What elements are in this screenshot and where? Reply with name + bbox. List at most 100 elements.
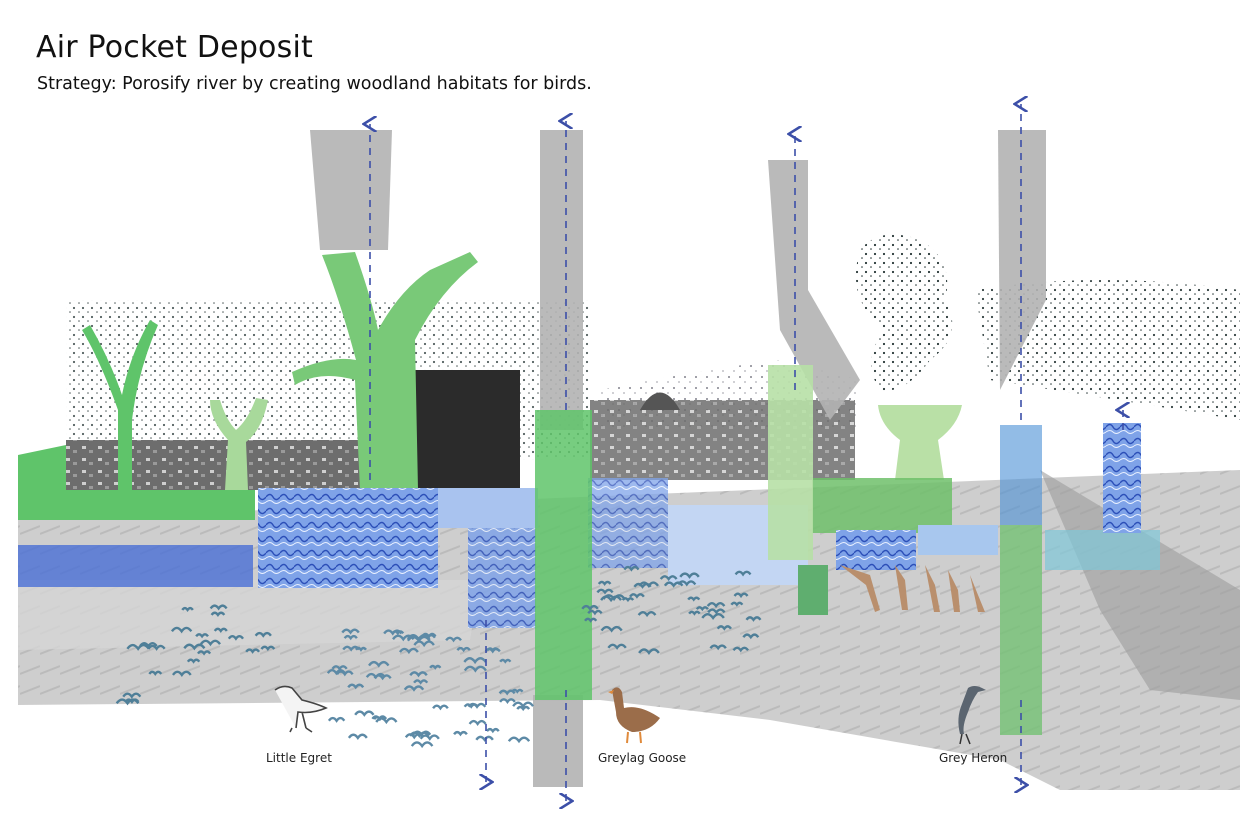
- bird-icon: [373, 674, 392, 681]
- bird-icon: [679, 572, 700, 579]
- bird-icon: [254, 631, 272, 638]
- bird-icon: [171, 670, 192, 677]
- bird-icon: [516, 705, 531, 712]
- bird-icon: [391, 630, 405, 636]
- bird-icon: [139, 642, 158, 649]
- bird-icon: [468, 719, 487, 726]
- bird-icon: [347, 683, 365, 690]
- bird-icon: [600, 625, 623, 633]
- heron-icon: [958, 686, 986, 745]
- bird-icon: [485, 727, 500, 734]
- bird-icon: [336, 670, 354, 677]
- bird-icon: [677, 580, 697, 587]
- bird-icon: [260, 645, 276, 652]
- bird-icon: [511, 688, 524, 694]
- tree-icon: [210, 398, 268, 490]
- bird-icon: [707, 608, 726, 615]
- grey-chimney-columns: [310, 130, 1046, 787]
- bird-icon: [403, 685, 425, 692]
- bird-icon: [406, 634, 431, 642]
- flying-bird-flock: [326, 628, 535, 749]
- bird-icon: [413, 679, 429, 685]
- bird-icon: [637, 610, 657, 618]
- bird-icon: [410, 741, 434, 749]
- bird-icon: [484, 647, 501, 654]
- bird-icon: [343, 634, 358, 641]
- bird-icon: [730, 601, 744, 607]
- bird-icon: [597, 580, 612, 587]
- bird-icon: [368, 660, 390, 668]
- tree-icon: [82, 320, 158, 520]
- bird-icon: [409, 671, 428, 678]
- bird-icon: [186, 658, 201, 664]
- bird-icon: [587, 609, 603, 616]
- bird-icon: [183, 643, 206, 651]
- bird-icon: [499, 658, 512, 664]
- bird-icon: [659, 575, 678, 582]
- bird-icon: [581, 604, 599, 611]
- bird-icon: [709, 644, 727, 651]
- bird-icon: [463, 665, 487, 673]
- bird-icon: [409, 731, 430, 738]
- bird-icon: [733, 592, 749, 599]
- goose-icon: [608, 687, 660, 744]
- egret-icon: [274, 685, 328, 733]
- species-label-grey-heron: Grey Heron: [939, 751, 1008, 765]
- airflow-arrows: [370, 104, 1123, 801]
- bird-icon: [429, 664, 442, 670]
- bird-icon: [732, 646, 750, 653]
- bird-icon: [602, 594, 626, 602]
- crane-flock: [840, 565, 985, 612]
- bird-icon: [463, 657, 487, 665]
- bird-icon: [475, 735, 494, 742]
- bird-icon: [371, 715, 388, 721]
- bird-icon: [623, 565, 640, 572]
- bird-icon: [327, 716, 346, 723]
- bird-icon: [331, 665, 348, 671]
- bird-icon: [170, 626, 193, 634]
- bird-icon: [638, 648, 660, 656]
- bird-icon: [499, 698, 516, 704]
- bird-icon: [512, 701, 535, 709]
- page-subtitle: Strategy: Porosify river by creating woo…: [37, 74, 592, 94]
- bird-icon: [701, 612, 725, 621]
- bird-icon: [354, 710, 375, 717]
- bird-icon: [463, 703, 479, 709]
- bird-icon: [124, 698, 140, 704]
- bird-icon: [398, 647, 419, 655]
- species-label-little-egret: Little Egret: [266, 751, 332, 765]
- bird-icon: [181, 606, 194, 612]
- bird-icon: [706, 601, 726, 609]
- page-title: Air Pocket Deposit: [36, 30, 313, 65]
- bird-icon: [342, 645, 361, 652]
- bird-icon: [445, 636, 462, 643]
- bird-icon: [629, 593, 645, 599]
- bird-icon: [419, 734, 440, 741]
- bird-icon: [596, 588, 614, 595]
- green-habitat-columns: [535, 365, 1042, 735]
- tree-icon: [878, 405, 962, 480]
- bird-icon: [210, 611, 226, 618]
- bird-icon: [347, 733, 368, 740]
- bird-icon: [745, 616, 762, 622]
- bird-icon: [607, 643, 627, 650]
- bird-icon: [213, 627, 228, 633]
- bird-icon: [147, 644, 166, 651]
- species-label-greylag-goose: Greylag Goose: [598, 751, 687, 765]
- bird-icon: [122, 692, 142, 699]
- bird-icon: [633, 582, 652, 589]
- bird-icon: [742, 633, 760, 640]
- bird-icon: [404, 733, 424, 740]
- bird-icon: [227, 635, 245, 641]
- bird-icon: [197, 650, 212, 656]
- bird-icon: [209, 604, 228, 611]
- bird-icon: [453, 730, 468, 737]
- flying-bird-flock: [115, 604, 276, 706]
- bird-icon: [688, 610, 701, 616]
- green-ground: [18, 445, 255, 520]
- bird-icon: [413, 640, 435, 648]
- bird-icon: [687, 596, 701, 602]
- bird-icon: [734, 570, 752, 577]
- bird-icon: [245, 648, 261, 654]
